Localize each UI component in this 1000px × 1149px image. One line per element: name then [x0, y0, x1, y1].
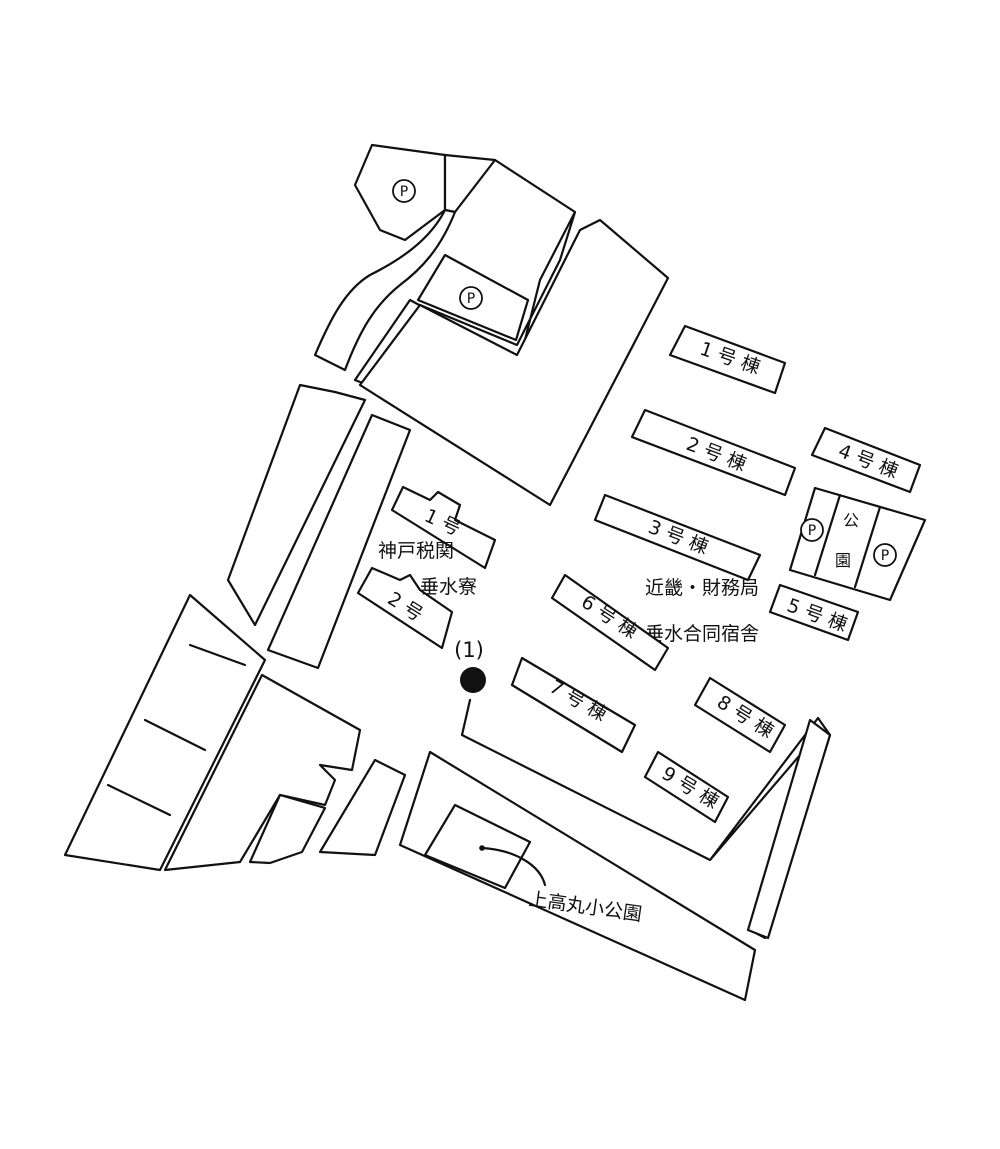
park-divider-1	[813, 493, 842, 577]
park-label-char1: 公	[843, 511, 859, 530]
marker-label: (1)	[454, 638, 484, 662]
parking-icon-park-east: P	[873, 543, 897, 567]
block-south-west-2	[163, 673, 362, 872]
block-south-west-1	[63, 593, 267, 872]
small-park-leader	[480, 846, 547, 887]
building-7	[510, 656, 637, 754]
parking-icon-north-west: P	[392, 179, 416, 203]
block-south-park	[398, 750, 757, 1002]
building-3	[593, 493, 762, 582]
svg-text:P: P	[808, 523, 816, 539]
location-marker-icon[interactable]	[460, 667, 486, 693]
building-4	[810, 426, 922, 494]
block-west-strip-2	[266, 413, 412, 670]
dorm-wing-1	[390, 485, 497, 570]
svg-text:P: P	[467, 291, 475, 307]
building-8	[693, 676, 787, 754]
small-park-area	[423, 803, 532, 890]
road-spur-3	[106, 783, 172, 817]
parking-icon-park-west: P	[800, 518, 824, 542]
block-west-strip-1	[226, 383, 367, 627]
building-1	[668, 324, 787, 395]
kinki-name-line1: 近畿・財務局	[645, 577, 759, 599]
green-strip-north	[313, 208, 457, 372]
svg-text:P: P	[881, 548, 889, 564]
svg-text:P: P	[400, 184, 408, 200]
road-spur-2	[143, 718, 207, 752]
kinki-name-line2: 垂水合同宿舎	[645, 623, 759, 645]
block-south-west-4	[318, 758, 407, 857]
parking-lot-north-wedge	[443, 153, 497, 214]
dorm-name-line2: 垂水寮	[420, 576, 477, 598]
park-label-char2: 園	[835, 551, 851, 570]
building-5	[768, 583, 860, 642]
block-south-west-3	[248, 793, 327, 865]
parking-icon-north: P	[459, 286, 483, 310]
building-9	[643, 750, 730, 824]
block-south-east-ramp	[746, 718, 832, 940]
block-central-large	[358, 218, 670, 507]
dorm-wing-2	[356, 566, 454, 650]
park-block	[788, 486, 927, 602]
building-2	[630, 408, 797, 497]
dorm-name-line1: 神戸税関	[378, 540, 454, 562]
block-south-east-road	[460, 698, 832, 940]
building-6	[550, 573, 670, 672]
park-divider-2	[853, 505, 882, 589]
road-spur-1	[188, 643, 247, 667]
